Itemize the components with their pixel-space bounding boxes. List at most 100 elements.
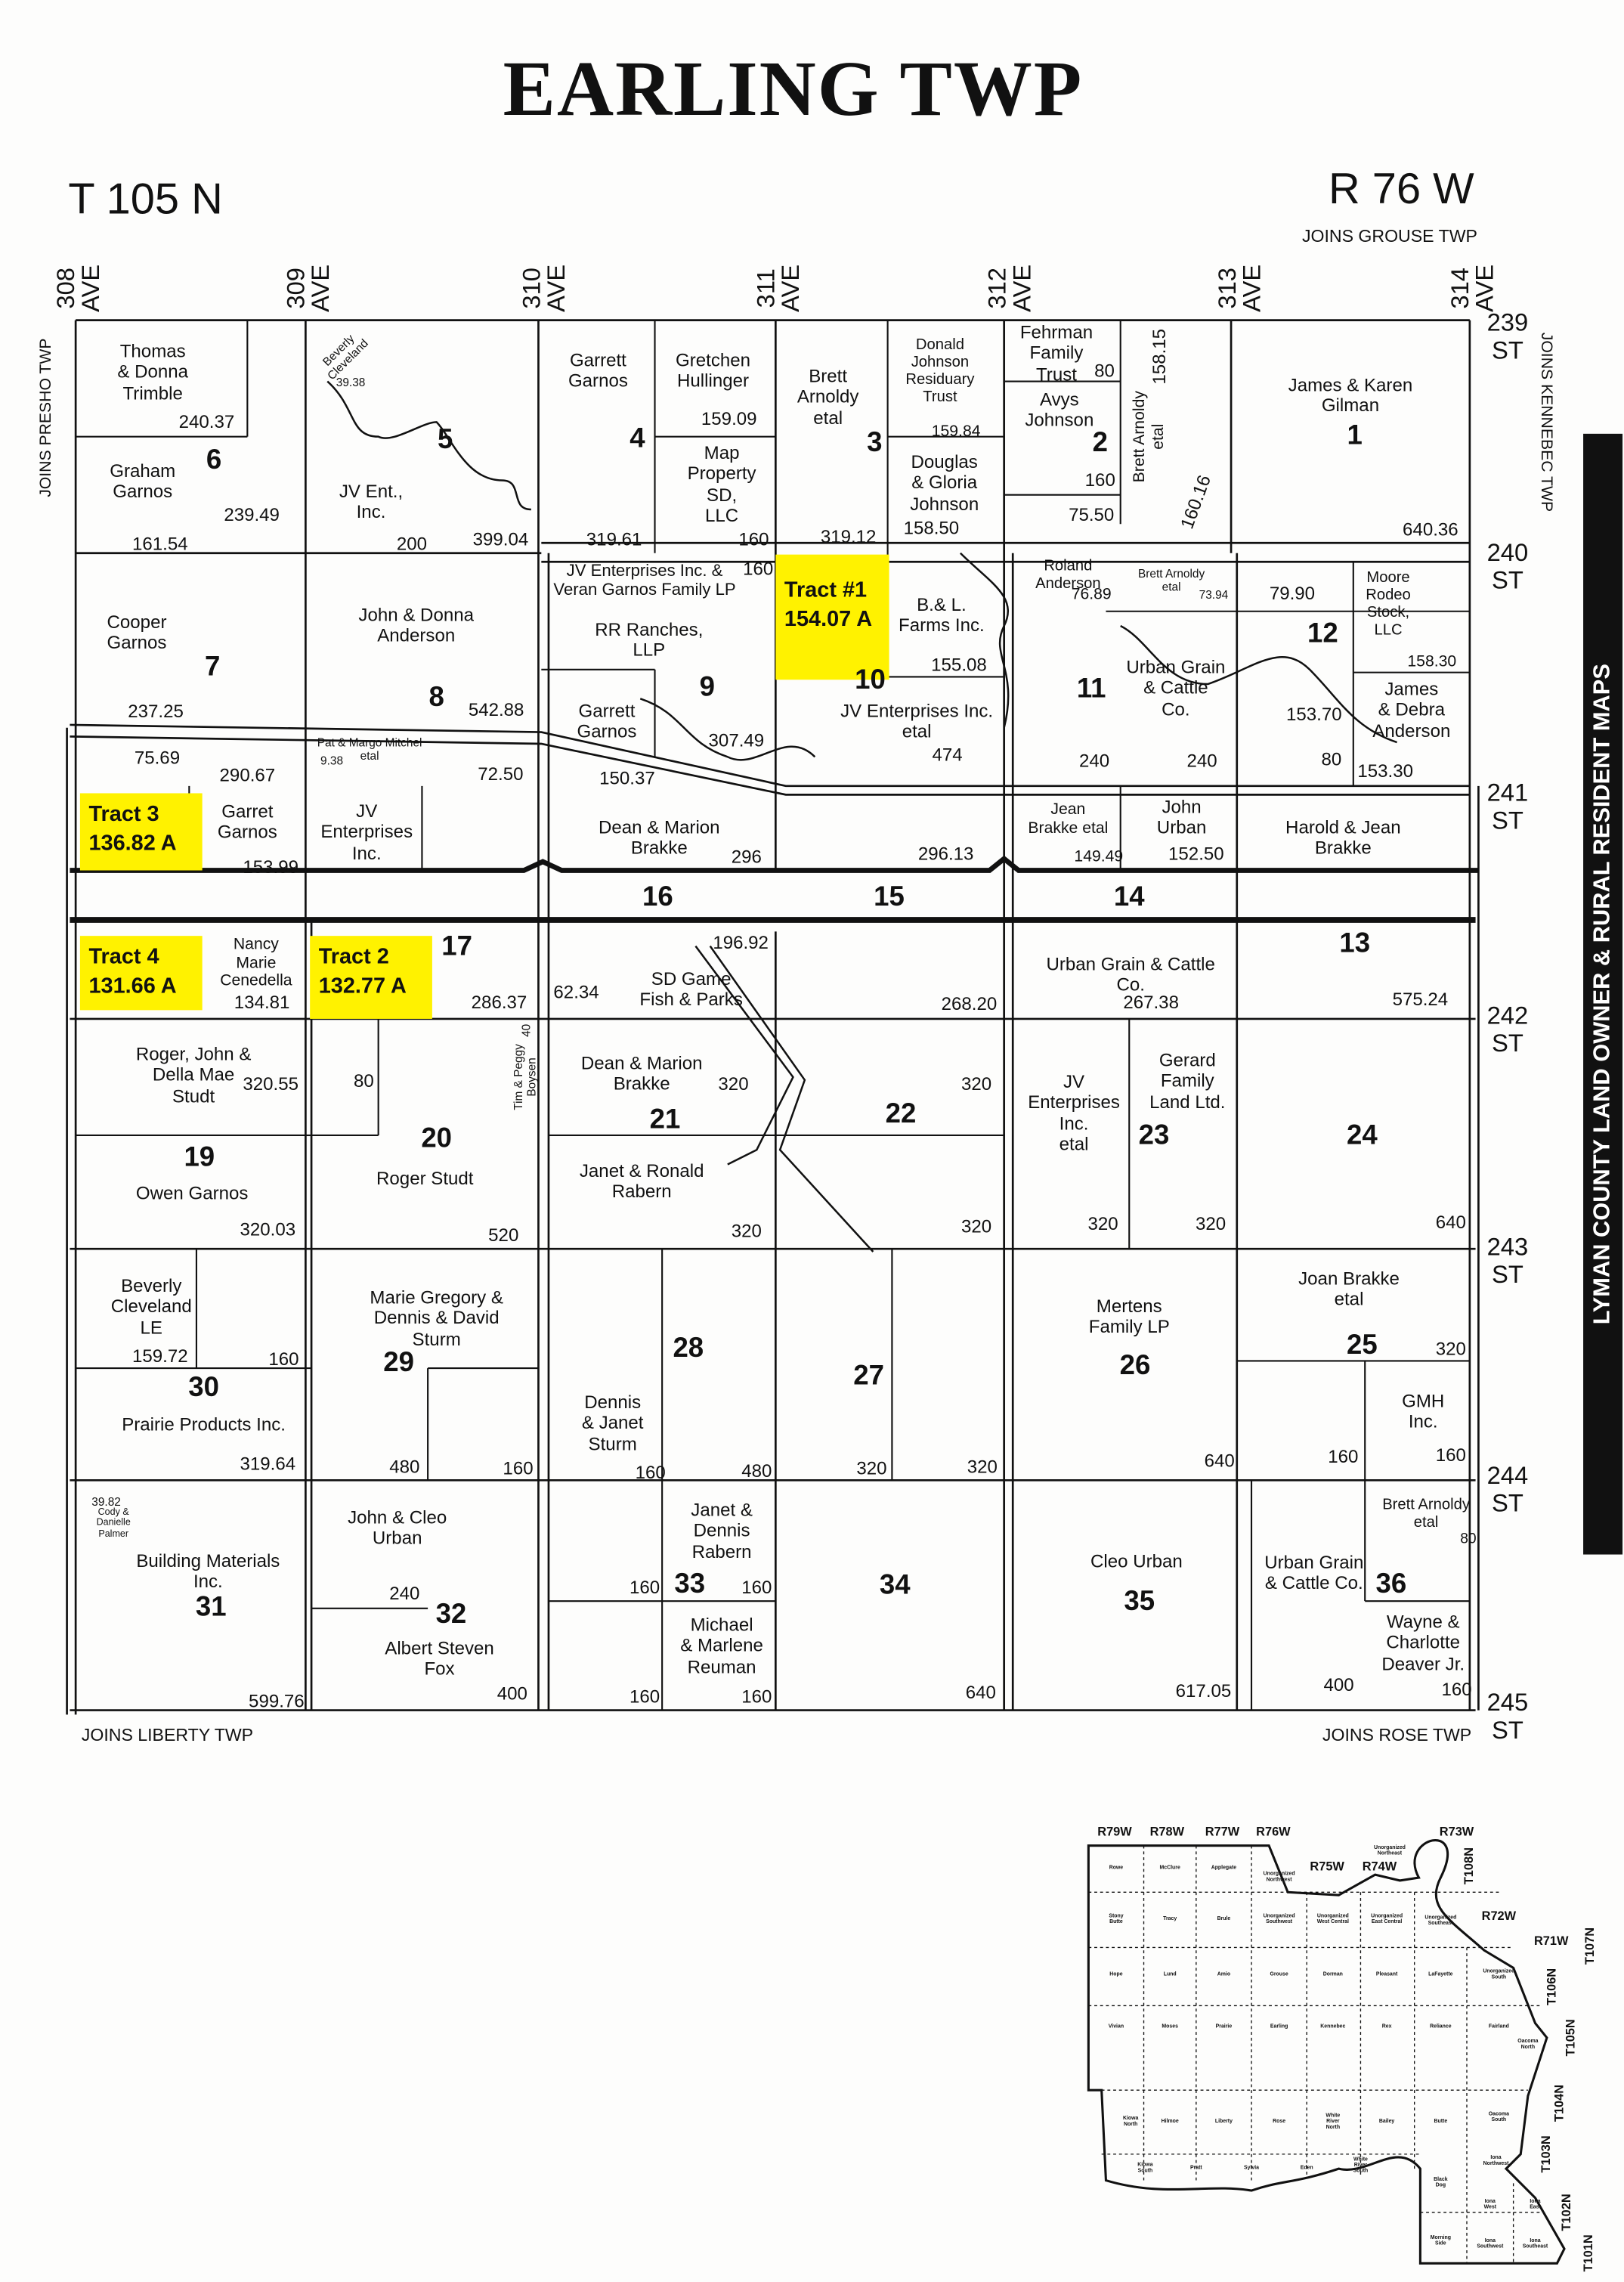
owner-name: Brett Arnoldy etal	[1137, 567, 1205, 594]
tract-acres: 154.07 A	[784, 606, 873, 631]
inset-township-name: Iona East	[1530, 2198, 1541, 2210]
acreage-value: 320	[1196, 1213, 1227, 1234]
inset-township-name: McClure	[1159, 1864, 1180, 1871]
acreage-value: 480	[741, 1460, 772, 1482]
inset-range-label: R76W	[1256, 1824, 1291, 1839]
acreage-value: 237.25	[128, 701, 184, 722]
acreage-value: 474	[932, 745, 963, 766]
street-label: 239 ST	[1486, 308, 1529, 364]
owner-name: Urban Grain & Cattle Co.	[1264, 1552, 1364, 1594]
inset-township-name: Vivian	[1108, 2023, 1124, 2030]
section-number: 7	[204, 652, 221, 683]
acreage-value: 160	[1435, 1444, 1466, 1466]
inset-township-label: T108N	[1461, 1847, 1476, 1885]
inset-township-name: Unorganized Southeast	[1424, 1914, 1457, 1926]
acreage-value: 160	[629, 1577, 660, 1598]
owner-name: Owen Garnos	[135, 1183, 249, 1204]
acreage-value: 153.99	[243, 856, 299, 878]
acreage-value: 160	[268, 1348, 299, 1370]
acreage-value: 200	[396, 534, 428, 555]
acreage-value: 73.94	[1199, 588, 1229, 602]
inset-township-label: T107N	[1582, 1927, 1597, 1965]
owner-name: SD Game Fish & Parks	[639, 968, 743, 1011]
owner-name: JV Enterprises Inc.	[320, 800, 413, 864]
owner-name: Prairie Products Inc.	[122, 1414, 286, 1435]
owner-name: Cleo Urban	[1090, 1551, 1183, 1572]
avenue-label: 313 AVE	[1213, 264, 1267, 312]
acreage-value: 159.09	[701, 408, 757, 429]
acreage-value: 617.05	[1175, 1680, 1232, 1701]
acreage-value: 62.34	[553, 982, 599, 1003]
owner-name: JV Enterprises Inc. & Veran Garnos Famil…	[553, 562, 736, 600]
section-number: 36	[1375, 1568, 1407, 1600]
acreage-value: 319.12	[820, 526, 877, 547]
owner-name: James & Debra Anderson	[1372, 679, 1451, 742]
acreage-value: 160	[635, 1462, 666, 1483]
acreage-value: 159.84	[931, 423, 981, 441]
section-number: 4	[629, 423, 645, 454]
acreage-value: 160	[1084, 469, 1115, 491]
inset-range-label: R79W	[1097, 1824, 1132, 1839]
inset-range-label: R71W	[1533, 1933, 1569, 1948]
acreage-value: 39.82	[91, 1495, 121, 1509]
section-number: 21	[649, 1104, 681, 1136]
acreage-value: 320	[960, 1073, 992, 1095]
acreage-value: 640	[1435, 1212, 1466, 1233]
acreage-value: 9.38	[320, 754, 344, 768]
section-number: 20	[421, 1123, 453, 1155]
owner-name: Brett Arnoldy etal	[797, 366, 859, 429]
acreage-value: 320	[718, 1073, 749, 1095]
acreage-value: 39.38	[336, 376, 366, 389]
tract-name: Tract 2	[318, 944, 389, 970]
acreage-value: 79.90	[1269, 583, 1316, 604]
section-number: 17	[441, 931, 472, 962]
section-number: 14	[1113, 882, 1145, 913]
side-banner: LYMAN COUNTY LAND OWNER & RURAL RESIDENT…	[1583, 433, 1623, 1555]
section-number: 23	[1138, 1120, 1170, 1152]
owner-name: Thomas & Donna Trimble	[117, 341, 189, 404]
inset-township-label: T101N	[1580, 2234, 1595, 2272]
owner-name: Gretchen Hullinger	[676, 350, 751, 392]
owner-name: Jean Brakke etal	[1028, 800, 1109, 838]
inset-township-name: Unorganized South	[1483, 1968, 1515, 1980]
owner-name: Fehrman Family Trust	[1019, 322, 1093, 385]
inset-township-name: Bailey	[1378, 2117, 1395, 2124]
acreage-value: 158.15	[1149, 328, 1170, 385]
inset-township-name: Black Dog	[1434, 2176, 1448, 2188]
acreage-value: 599.76	[249, 1691, 305, 1712]
acreage-value: 400	[496, 1683, 527, 1705]
inset-township-name: Rex	[1381, 2023, 1392, 2030]
section-number: 35	[1124, 1587, 1155, 1618]
acreage-value: 153.30	[1357, 760, 1413, 782]
inset-township-name: Unorganized West Central	[1316, 1912, 1349, 1924]
acreage-value: 400	[1323, 1675, 1354, 1695]
avenue-label: 311 AVE	[752, 264, 805, 312]
owner-name: Cooper Garnos	[107, 612, 167, 654]
acreage-value: 160	[1328, 1446, 1359, 1467]
inset-township-name: Applegate	[1211, 1864, 1237, 1871]
inset-township-name: Kiowa South	[1137, 2161, 1153, 2173]
street-label: 244 ST	[1486, 1461, 1529, 1517]
owner-name: Harold & Jean Brakke	[1285, 817, 1401, 859]
owner-name: Mertens Family LP	[1088, 1296, 1170, 1338]
acreage-value: 134.81	[234, 992, 290, 1013]
inset-range-label: R73W	[1439, 1824, 1474, 1839]
acreage-value: 240.37	[178, 411, 235, 432]
owner-name: Beverly Cleveland LE	[110, 1275, 192, 1338]
acreage-value: 160	[741, 1577, 772, 1598]
owner-name: James & Karen Gilman	[1288, 375, 1413, 416]
owner-name: JV Ent., Inc.	[339, 481, 404, 523]
acreage-value: 268.20	[941, 993, 998, 1014]
acreage-value: 320	[856, 1458, 887, 1479]
section-number: 22	[885, 1098, 917, 1130]
inset-township-name: Brule	[1217, 1915, 1231, 1922]
inset-township-name: Morning Side	[1430, 2234, 1451, 2246]
owner-name: Albert Steven Fox	[385, 1638, 494, 1680]
section-number: 31	[195, 1592, 227, 1624]
section-number: 12	[1307, 618, 1338, 649]
owner-name: B.& L. Farms Inc.	[899, 594, 985, 636]
section-number: 8	[428, 683, 444, 714]
